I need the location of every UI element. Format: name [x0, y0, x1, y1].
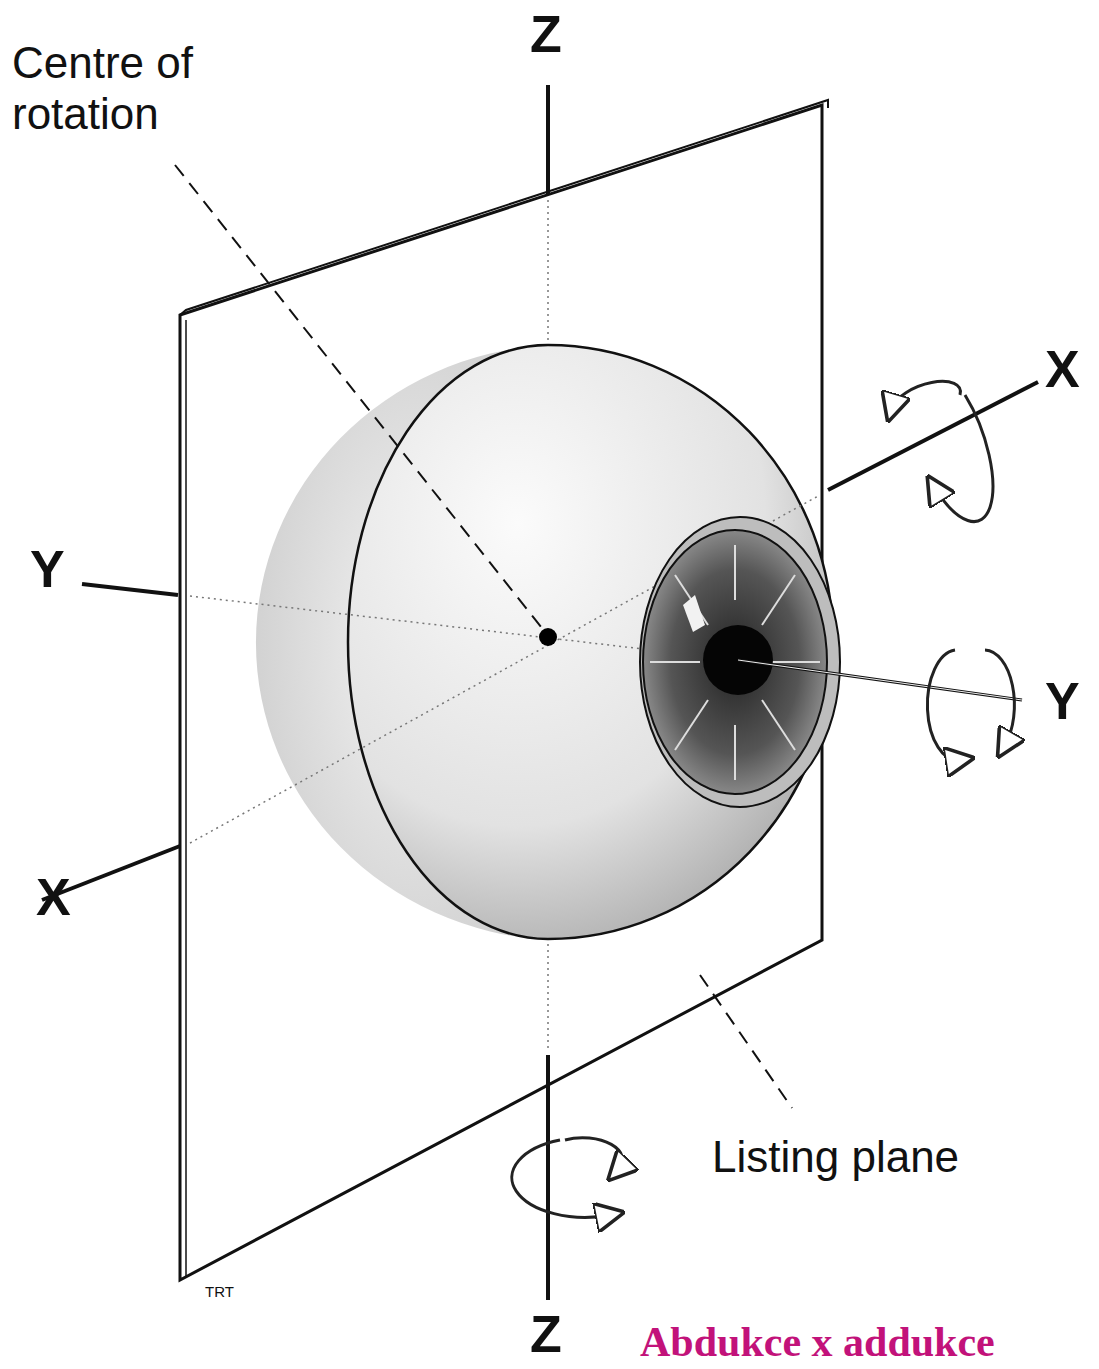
- axis-label: Y: [1045, 672, 1080, 732]
- axis-label: X: [36, 868, 71, 928]
- callout-label: Listing plane: [712, 1132, 959, 1183]
- axis-label: X: [1045, 340, 1080, 400]
- axis-label: Z: [530, 1305, 562, 1365]
- callout-label: Centre of rotation: [12, 38, 272, 139]
- note: Abdukce x addukce: [640, 1318, 995, 1366]
- signature: TRT: [205, 1283, 234, 1300]
- axis-label: Z: [530, 5, 562, 65]
- axis-label: Y: [30, 540, 65, 600]
